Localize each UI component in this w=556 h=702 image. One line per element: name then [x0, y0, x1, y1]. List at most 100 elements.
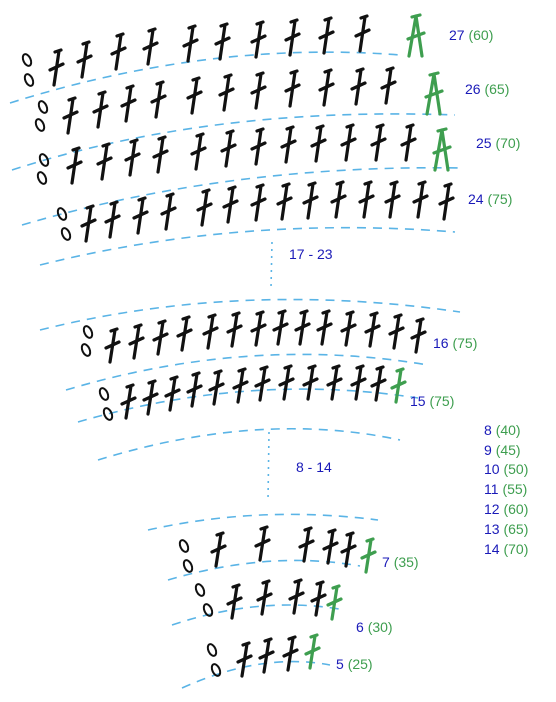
guide-8 — [97, 427, 401, 461]
row-26-stitch-4 — [92, 90, 109, 129]
row-15-stitch-11 — [302, 364, 319, 401]
row-26-stitch-11 — [318, 68, 335, 107]
row-label-7: 7 (35) — [382, 554, 419, 570]
guide-10 — [167, 559, 361, 581]
row-15-increase-15 — [390, 367, 407, 404]
row-list-13: 13 (65) — [484, 521, 528, 537]
row-24-stitch-8 — [222, 185, 239, 224]
row-list-10: 10 (50) — [484, 461, 528, 477]
row-15-stitch-8 — [232, 367, 249, 404]
guide-11 — [171, 604, 346, 626]
row-6-stitch-3 — [226, 583, 243, 620]
guide-1 — [9, 51, 401, 104]
row-15-stitch-10 — [278, 364, 295, 401]
row-27-stitch-5 — [110, 32, 127, 71]
row-label-25: 25 (70) — [476, 135, 520, 151]
row-label-24: 24 (75) — [468, 191, 512, 207]
row-24-chain-1 — [56, 207, 68, 221]
row-25-chain-2 — [36, 171, 48, 185]
row-5-stitch-4 — [258, 637, 275, 674]
row-26-stitch-5 — [120, 84, 137, 123]
row-27-stitch-11 — [318, 16, 335, 55]
connector-lower — [267, 431, 270, 501]
row-16-chain-2 — [80, 343, 92, 357]
row-7-increase-8 — [360, 537, 377, 574]
guide-9 — [147, 513, 379, 531]
row-label-26: 26 (65) — [465, 81, 509, 97]
row-5-stitch-3 — [236, 641, 253, 678]
row-24-stitch-15 — [412, 180, 429, 219]
row-25-stitch-10 — [280, 125, 297, 164]
row-16-stitch-16 — [410, 317, 427, 354]
row-15-stitch-3 — [120, 383, 137, 420]
row-24-stitch-4 — [104, 200, 121, 239]
row-24-stitch-12 — [330, 180, 347, 219]
connector-upper — [270, 241, 273, 289]
row-24-stitch-13 — [358, 180, 375, 219]
row-16-stitch-15 — [388, 313, 405, 350]
row-7-stitch-7 — [340, 531, 357, 568]
row-25-stitch-4 — [96, 142, 113, 181]
row-15-stitch-7 — [208, 369, 225, 406]
row-15-stitch-12 — [326, 364, 343, 401]
row-16-stitch-6 — [176, 315, 193, 352]
row-26-stitch-6 — [150, 80, 167, 119]
row-6-stitch-5 — [288, 578, 305, 615]
row-24-stitch-14 — [384, 180, 401, 219]
row-26-stitch-9 — [250, 71, 267, 110]
row-24-stitch-16 — [438, 182, 455, 221]
range-label-lower: 8 - 14 — [296, 459, 332, 475]
row-16-stitch-3 — [104, 327, 121, 364]
row-16-stitch-5 — [152, 319, 169, 356]
row-label-15: 15 (75) — [410, 393, 454, 409]
row-25-stitch-9 — [250, 127, 267, 166]
guide-6 — [65, 353, 429, 391]
row-7-stitch-4 — [254, 525, 271, 562]
guide-12 — [181, 660, 331, 689]
row-label-27: 27 (60) — [449, 27, 493, 43]
row-24-stitch-11 — [302, 181, 319, 220]
row-25-stitch-7 — [190, 132, 207, 171]
row-24-stitch-7 — [196, 188, 213, 227]
guide-5 — [39, 298, 461, 331]
range-label-upper: 17 - 23 — [289, 246, 333, 262]
row-26-stitch-12 — [350, 67, 367, 106]
row-16-stitch-7 — [202, 313, 219, 350]
row-26-stitch-13 — [380, 66, 397, 105]
row-guide-lines — [9, 51, 463, 689]
omitted-rows-connectors — [267, 241, 273, 501]
row-6-chain-1 — [194, 583, 206, 597]
row-16-chain-1 — [82, 325, 94, 339]
row-24-stitch-6 — [160, 192, 177, 231]
row-24-stitch-3 — [80, 204, 97, 243]
row-5-chain-2 — [210, 663, 222, 677]
row-15-stitch-9 — [254, 365, 271, 402]
row-6-increase-7 — [326, 584, 343, 621]
row-15-stitch-4 — [142, 379, 159, 416]
row-25-stitch-12 — [340, 123, 357, 162]
row-16-stitch-11 — [294, 309, 311, 346]
row-27-stitch-8 — [214, 22, 231, 61]
row-27-decrease-13 — [406, 13, 426, 58]
row-25-stitch-13 — [370, 123, 387, 162]
row-26-chain-1 — [37, 100, 49, 114]
row-25-decrease-15 — [432, 127, 452, 172]
row-7-chain-2 — [182, 559, 194, 573]
row-16-stitch-4 — [128, 323, 145, 360]
row-25-stitch-5 — [124, 138, 141, 177]
row-label-6: 6 (30) — [356, 619, 393, 635]
row-list-14: 14 (70) — [484, 541, 528, 557]
row-7-stitch-5 — [298, 526, 315, 563]
row-6-stitch-4 — [256, 579, 273, 616]
stitch-symbols — [21, 13, 455, 678]
row-27-stitch-6 — [142, 27, 159, 66]
row-list-8: 8 (40) — [484, 422, 521, 438]
row-27-chain-2 — [23, 73, 35, 87]
row-15-stitch-6 — [186, 371, 203, 408]
row-labels: 27 (60) 26 (65) 25 (70) 24 (75) 16 (75) … — [289, 27, 528, 672]
row-list-12: 12 (60) — [484, 501, 528, 517]
row-15-chain-2 — [102, 407, 114, 421]
row-6-chain-2 — [202, 603, 214, 617]
row-16-stitch-14 — [364, 311, 381, 348]
